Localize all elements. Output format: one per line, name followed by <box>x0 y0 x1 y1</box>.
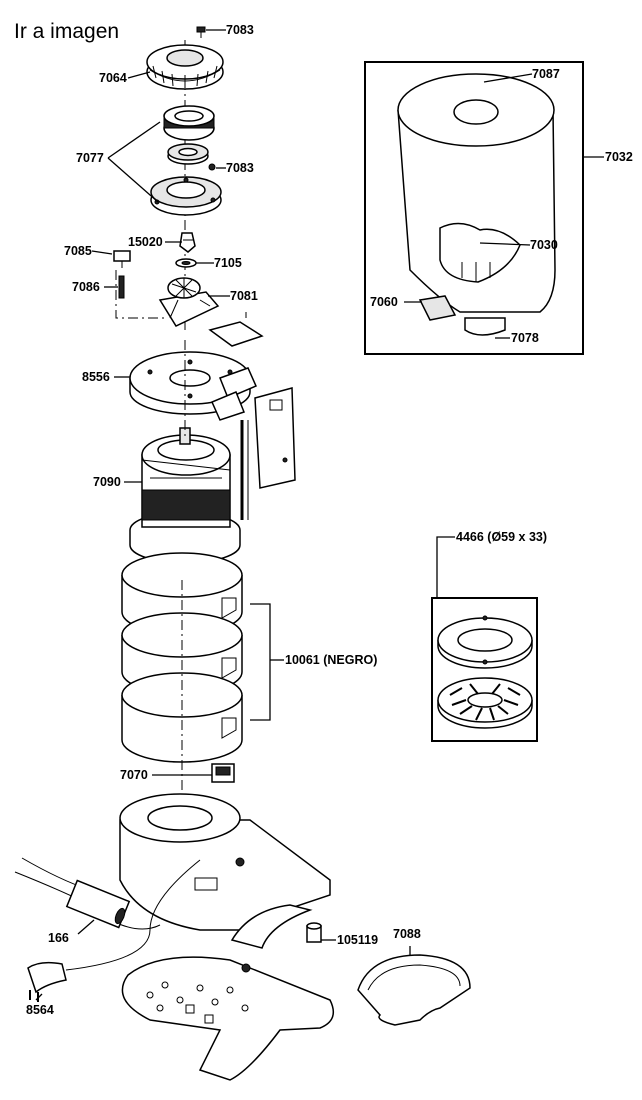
side-bracket <box>240 387 296 520</box>
label-7078: 7078 <box>511 331 539 345</box>
label-7030: 7030 <box>530 238 558 252</box>
base-nut <box>241 963 251 973</box>
part-7064-adjusting-ring <box>146 44 224 90</box>
label-7105: 7105 <box>214 256 242 270</box>
label-8564: 8564 <box>26 1003 54 1017</box>
label-10061: 10061 (NEGRO) <box>285 653 377 667</box>
label-7087: 7087 <box>532 67 560 81</box>
part-166-capacitor <box>14 857 161 930</box>
burr-detail-box <box>431 597 538 742</box>
part-7077-burr-carrier <box>150 105 222 216</box>
label-7064: 7064 <box>99 71 127 85</box>
pin-guide-line <box>115 270 168 319</box>
label-166: 166 <box>48 931 69 945</box>
label-4466: 4466 (Ø59 x 33) <box>456 530 547 544</box>
go-to-image-link[interactable]: Ir a imagen <box>14 20 120 43</box>
hopper-detail-box <box>364 61 584 355</box>
part-labels: 7083 7064 7077 7083 7085 15020 7105 7086… <box>26 23 633 1017</box>
label-105119: 105119 <box>337 933 378 947</box>
part-7085-knob <box>113 250 131 268</box>
part-7032-hopper <box>397 73 556 336</box>
part-7060-slide <box>418 295 457 321</box>
label-7032: 7032 <box>605 150 633 164</box>
label-7086: 7086 <box>72 280 100 294</box>
part-7081-fan <box>158 277 220 327</box>
part-15020-shaft <box>179 232 196 253</box>
label-7090: 7090 <box>93 475 121 489</box>
machine-base <box>119 793 331 949</box>
bottom-plate <box>121 956 335 1081</box>
label-7077: 7077 <box>76 151 104 165</box>
label-7060: 7060 <box>370 295 398 309</box>
part-7086-spring <box>118 275 125 299</box>
part-7105-washer <box>175 258 197 268</box>
label-7088: 7088 <box>393 927 421 941</box>
part-7083-screw <box>208 163 216 171</box>
part-8556-upper-plate <box>129 351 257 421</box>
part-8564-plug <box>27 859 201 1002</box>
label-7083: 7083 <box>226 161 254 175</box>
label-7070: 7070 <box>120 768 148 782</box>
part-7090-motor <box>129 427 241 564</box>
part-4466-burr-bottom <box>437 677 533 729</box>
label-8556: 8556 <box>82 370 110 384</box>
label-15020: 15020 <box>128 235 163 249</box>
leader-lines <box>35 29 604 1001</box>
part-7070-switch <box>211 763 235 783</box>
part-7088-drip-tray <box>357 954 471 1026</box>
label-7081: 7081 <box>230 289 258 303</box>
part-7083-top-screw <box>196 26 206 38</box>
small-bracket <box>208 312 264 347</box>
part-4466-burr-top <box>437 615 533 669</box>
part-105119-foot <box>306 922 322 943</box>
label-7085: 7085 <box>64 244 92 258</box>
label-7083-top: 7083 <box>226 23 254 37</box>
